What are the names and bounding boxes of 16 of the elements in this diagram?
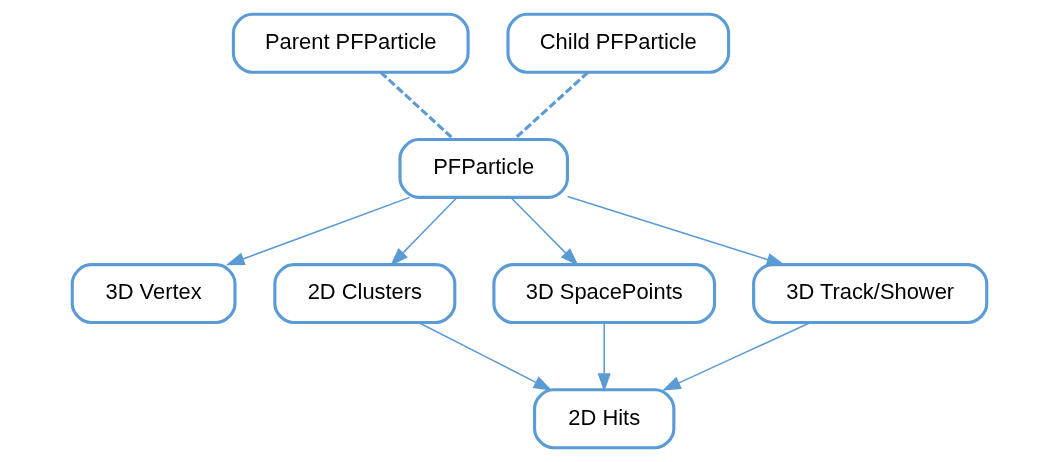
connector [512, 71, 589, 141]
connector [379, 71, 455, 141]
node-box: 2D Hits [532, 388, 675, 450]
arrow [417, 321, 552, 391]
arrow [389, 196, 458, 267]
node-box: 3D Vertex [70, 263, 237, 325]
node-box: PFParticle [397, 137, 569, 199]
node-box: Child PFParticle [505, 12, 730, 74]
node-box: 2D Clusters [272, 263, 456, 325]
node-box: 3D SpacePoints [491, 263, 716, 325]
arrow [225, 196, 410, 266]
arrow [661, 321, 811, 391]
node-box: 3D Track/Shower [751, 263, 988, 325]
arrow [566, 195, 785, 266]
node-box: Parent PFParticle [231, 12, 470, 74]
arrow [597, 322, 611, 392]
